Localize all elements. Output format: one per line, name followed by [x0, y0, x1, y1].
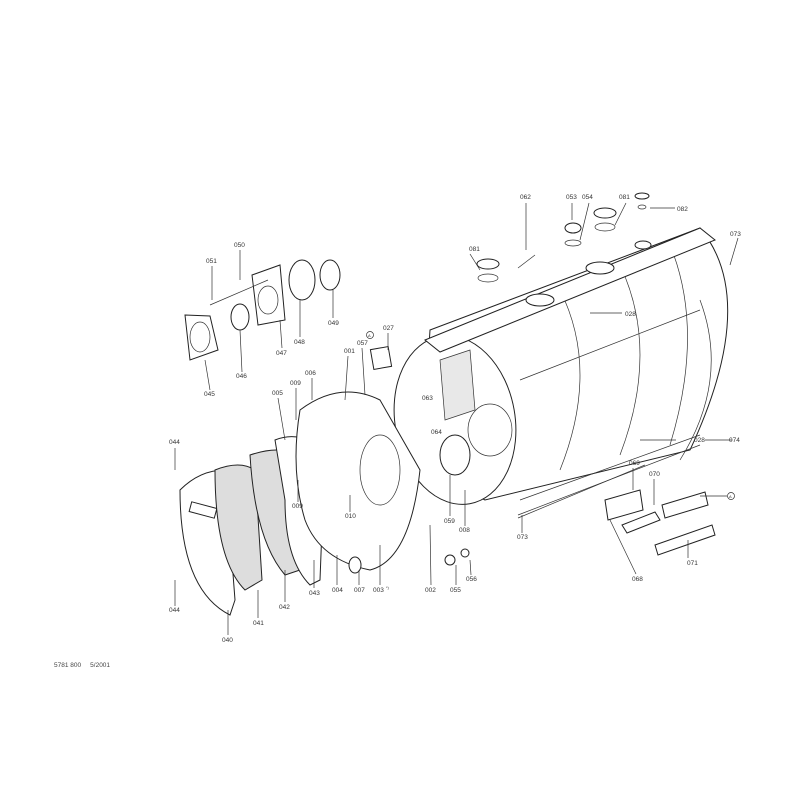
part-label: 048 — [294, 339, 305, 346]
part-label: 051 — [206, 258, 217, 265]
part-label: 045 — [204, 391, 215, 398]
marker-circle-a — [727, 492, 735, 500]
doc-date: 5/2001 — [90, 662, 111, 669]
marker-label: A — [368, 333, 371, 338]
part-label: 064 — [431, 429, 442, 436]
part-label: 046 — [236, 373, 247, 380]
part-label: 054 — [582, 194, 593, 201]
part-label: 081 — [619, 194, 630, 201]
part-label: 041 — [253, 620, 264, 627]
part-label: 040 — [222, 637, 233, 644]
part-label: 007 — [354, 587, 365, 594]
top-fittings — [476, 192, 650, 283]
part-label: 056 — [466, 576, 477, 583]
part-label: 069 — [629, 460, 640, 467]
part-label: 049 — [328, 320, 339, 327]
burner-flange-parts — [184, 259, 341, 361]
part-label: 002 — [425, 587, 436, 594]
part-label: 082 — [677, 206, 688, 213]
part-label: 073 — [730, 231, 741, 238]
marker-label: A — [729, 494, 732, 499]
footer: 5781 800 5/2001 — [54, 662, 110, 669]
part-label: 062 — [520, 194, 531, 201]
part-label: 047 — [276, 350, 287, 357]
doc-number: 5781 800 — [54, 662, 82, 669]
part-label: 003 — [373, 587, 384, 594]
part-label: 008 — [459, 527, 470, 534]
part-label: 044 — [169, 607, 180, 614]
part-label: 004 — [332, 587, 343, 594]
base-parts — [444, 464, 716, 566]
part-label: 063 — [422, 395, 433, 402]
part-label: 070 — [649, 471, 660, 478]
part-label: 005 — [272, 390, 283, 397]
part-label: 044 — [169, 439, 180, 446]
part-label: 068 — [632, 576, 643, 583]
part-label: 059 — [444, 518, 455, 525]
part-label: 006 — [305, 370, 316, 377]
part-label: 053 — [566, 194, 577, 201]
part-label: 074 — [729, 437, 740, 444]
door-assembly — [179, 346, 421, 616]
boiler-tank — [393, 227, 729, 516]
turbulator-grid — [439, 349, 476, 421]
part-label: 073 — [517, 534, 528, 541]
part-label: 050 — [234, 242, 245, 249]
part-label: 081 — [469, 246, 480, 253]
part-label: 010 — [345, 513, 356, 520]
part-label: 027 — [383, 325, 394, 332]
marker-circle-a-top — [366, 331, 374, 339]
part-labels: 062 053 054 081 082 073 081 028 050 051 … — [169, 194, 741, 644]
footnote-mark: *) — [386, 585, 390, 590]
part-label: 043 — [309, 590, 320, 597]
part-label: 009 — [292, 503, 303, 510]
part-label: 071 — [687, 560, 698, 567]
part-label: 055 — [450, 587, 461, 594]
part-label: 057 — [357, 340, 368, 347]
part-label: 028 — [694, 437, 705, 444]
part-label: 009 — [290, 380, 301, 387]
leader-lines — [174, 202, 739, 635]
part-label: 042 — [279, 604, 290, 611]
part-label: 001 — [344, 348, 355, 355]
gasket-059 — [439, 434, 471, 476]
part-label: 028 — [625, 311, 636, 318]
